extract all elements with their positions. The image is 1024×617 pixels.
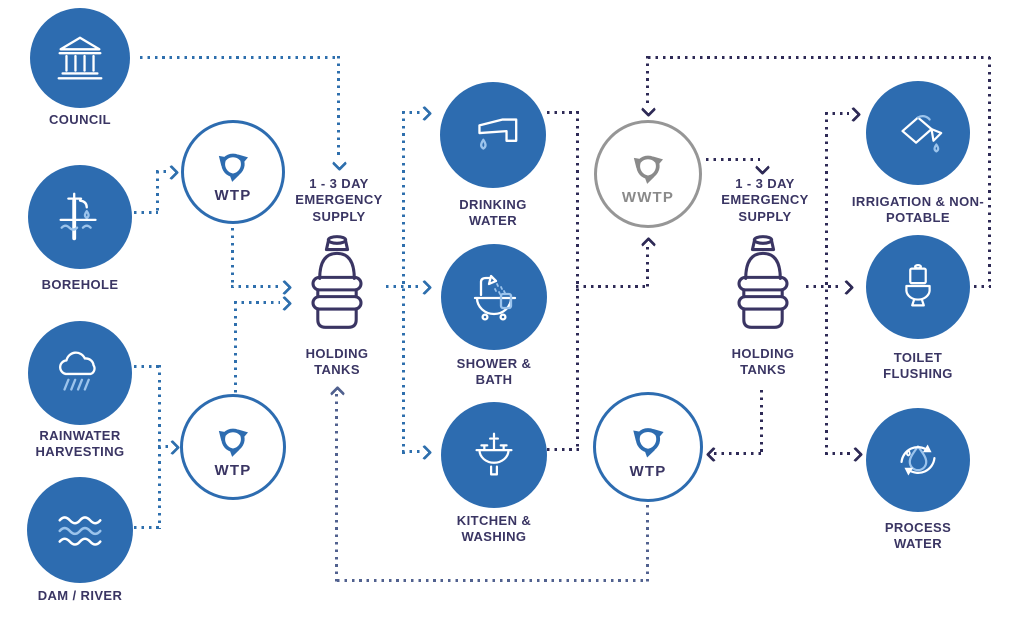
connector-damriver-h bbox=[134, 526, 160, 529]
bank-building-icon bbox=[57, 36, 103, 80]
connector-council-emergency1-v bbox=[337, 56, 340, 156]
node-wwtp: WWTP bbox=[594, 120, 702, 228]
connector-tank2-toilet-h bbox=[806, 285, 842, 288]
connector-wtp3-down-v bbox=[646, 505, 649, 582]
arrow-into-wtp3 bbox=[705, 446, 722, 463]
wtp2-label: WTP bbox=[214, 462, 252, 479]
connector-to-kitchen-h bbox=[402, 450, 420, 453]
connector-loop-top-h bbox=[648, 56, 990, 59]
arrow-up-into-tank1 bbox=[329, 385, 346, 402]
connector-loop-right-v bbox=[988, 57, 991, 287]
node-wtp1: WTP bbox=[181, 120, 285, 224]
recycle-icon bbox=[623, 142, 673, 192]
connector-tank1-distribution-v bbox=[402, 111, 405, 457]
connector-wtp1-h bbox=[231, 285, 280, 288]
node-shower-bath bbox=[441, 244, 547, 350]
label-emergency1: 1 - 3 DAY EMERGENCY SUPPLY bbox=[295, 176, 383, 224]
connector-wwtp-emergency2-h bbox=[706, 158, 760, 161]
connector-to-drinking-h bbox=[402, 111, 420, 114]
arrow-into-emergency2 bbox=[754, 159, 771, 176]
connector-tank2-wtp3-h bbox=[714, 452, 762, 455]
borehole-pump-icon bbox=[59, 192, 97, 241]
connector-borehole-h2 bbox=[156, 170, 166, 173]
arrow-into-irrigation bbox=[845, 106, 862, 123]
arrow-down-into-wwtp bbox=[640, 101, 657, 118]
node-drinking-water bbox=[440, 82, 546, 188]
water-bottle-icon bbox=[737, 235, 789, 329]
label-kitchen: KITCHEN & WASHING bbox=[456, 513, 532, 545]
arrow-into-kitchen bbox=[416, 444, 433, 461]
connector-return-up-v bbox=[335, 394, 338, 582]
connector-loop-into-wwtp-v bbox=[646, 56, 649, 104]
label-shower: SHOWER & BATH bbox=[456, 356, 532, 388]
arrow-into-process bbox=[847, 446, 864, 463]
water-cycle-icon bbox=[900, 444, 936, 476]
label-council: COUNCIL bbox=[48, 112, 112, 127]
label-rainwater: RAINWATER HARVESTING bbox=[35, 428, 125, 460]
connector-tank2-wtp3-v bbox=[760, 390, 763, 454]
label-tank2: HOLDING TANKS bbox=[731, 346, 795, 378]
tap-icon bbox=[478, 118, 518, 150]
node-wtp2: WTP bbox=[180, 394, 286, 500]
connector-into-wtp2-h bbox=[158, 445, 168, 448]
node-kitchen-washing bbox=[441, 402, 547, 508]
toilet-icon bbox=[905, 264, 931, 307]
recycle-icon bbox=[208, 415, 258, 465]
node-irrigation bbox=[866, 81, 970, 185]
recycle-icon bbox=[208, 140, 258, 190]
connector-council-emergency1-h bbox=[140, 56, 340, 59]
label-tank1: HOLDING TANKS bbox=[305, 346, 369, 378]
label-process: PROCESS WATER bbox=[884, 520, 952, 552]
label-toilet: TOILET FLUSHING bbox=[883, 350, 953, 382]
label-dam-river: DAM / RIVER bbox=[37, 588, 123, 603]
node-rainwater bbox=[28, 321, 132, 425]
node-process-water bbox=[866, 408, 970, 512]
node-borehole bbox=[28, 165, 132, 269]
sink-icon bbox=[475, 432, 513, 476]
arrow-up-into-wwtp bbox=[640, 236, 657, 253]
connector-wtp2-h bbox=[234, 301, 280, 304]
arrow-into-wtp1 bbox=[163, 164, 180, 181]
connector-borehole-h bbox=[134, 211, 158, 214]
connector-wastewater-v bbox=[576, 111, 579, 451]
node-wtp3: WTP bbox=[593, 392, 703, 502]
connector-drinking-out-h bbox=[547, 111, 579, 114]
arrow-into-toilet bbox=[838, 279, 855, 296]
connector-rainwater-h bbox=[134, 365, 160, 368]
connector-borehole-v bbox=[156, 171, 159, 213]
connector-return-bottom-h bbox=[337, 579, 648, 582]
recycle-icon bbox=[622, 414, 674, 466]
connector-kitchen-out-h bbox=[547, 448, 579, 451]
water-bottle-icon bbox=[311, 235, 363, 329]
label-borehole: BOREHOLE bbox=[41, 277, 119, 292]
label-emergency2: 1 - 3 DAY EMERGENCY SUPPLY bbox=[721, 176, 809, 224]
label-drinking: DRINKING WATER bbox=[459, 197, 527, 229]
connector-tank2-distribution-v bbox=[825, 112, 828, 455]
connector-to-irrigation-h bbox=[825, 112, 849, 115]
arrow-into-wtp2 bbox=[164, 439, 181, 456]
connector-toilet-out-h bbox=[974, 285, 991, 288]
bathtub-icon bbox=[473, 274, 517, 321]
wtp3-label: WTP bbox=[629, 463, 667, 480]
label-irrigation: IRRIGATION & NON-POTABLE bbox=[851, 194, 985, 226]
connector-wastewater-to-wwtp-h bbox=[576, 285, 649, 288]
connector-wtp2-v bbox=[234, 301, 237, 393]
connector-wastewater-to-wwtp-v bbox=[646, 247, 649, 287]
node-dam-river bbox=[27, 477, 133, 583]
node-council bbox=[30, 8, 130, 108]
rain-cloud-icon bbox=[59, 351, 96, 391]
arrow-into-shower bbox=[416, 279, 433, 296]
connector-wtp1-v bbox=[231, 228, 234, 288]
watering-can-icon bbox=[901, 115, 943, 153]
wtp1-label: WTP bbox=[214, 187, 252, 204]
arrow-into-emergency1 bbox=[331, 155, 348, 172]
wwtp-label: WWTP bbox=[621, 189, 675, 206]
waves-icon bbox=[58, 516, 102, 546]
connector-to-process-h bbox=[825, 452, 851, 455]
node-toilet-flushing bbox=[866, 235, 970, 339]
arrow-into-drinking bbox=[416, 105, 433, 122]
